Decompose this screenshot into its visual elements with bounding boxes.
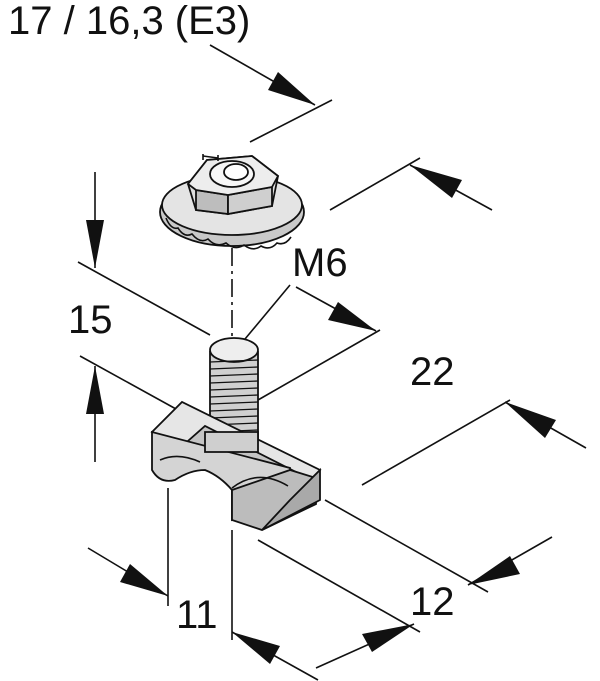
height-label: 15 (68, 298, 113, 342)
hex-size-label: 17 / 16,3 (E3) (8, 0, 250, 43)
width-bottom-dimension (87, 488, 319, 681)
length-dimension (361, 399, 587, 486)
hammer-head-base (150, 400, 322, 531)
width-side-label: 12 (410, 580, 455, 624)
width-bottom-label: 11 (176, 593, 218, 637)
hex-nut-with-washer (159, 154, 305, 250)
thread-dimension (239, 284, 381, 401)
width-side-dimension (257, 499, 553, 669)
hex-dimension (209, 44, 493, 211)
thread-label: M6 (292, 241, 348, 285)
length-label: 22 (410, 350, 455, 394)
